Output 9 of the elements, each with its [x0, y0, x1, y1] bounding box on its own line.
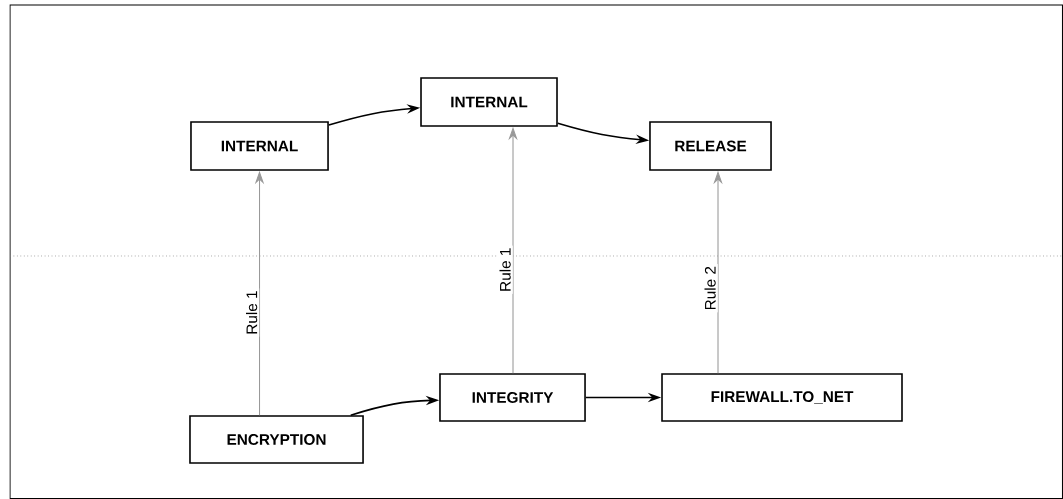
process-box: RELEASE: [649, 121, 772, 171]
process-box: INTERNAL: [190, 121, 329, 171]
edge-label: Rule 1: [497, 245, 513, 294]
process-box: INTEGRITY: [439, 373, 586, 422]
process-box: FIREWALL.TO_NET: [661, 373, 903, 422]
edge-label: Rule 2: [702, 264, 718, 313]
process-box: ENCRYPTION: [189, 415, 364, 464]
process-box: INTERNAL: [420, 77, 558, 127]
edge-label: Rule 1: [244, 288, 260, 337]
